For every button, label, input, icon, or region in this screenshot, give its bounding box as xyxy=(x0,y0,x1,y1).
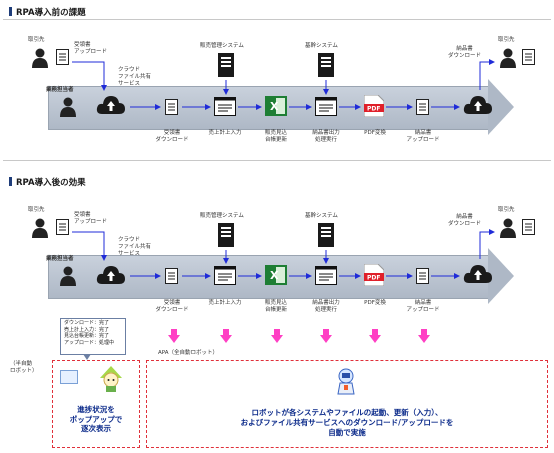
cloud-upload-icon xyxy=(96,96,125,114)
robot-action-arrow xyxy=(418,329,430,343)
server-icon xyxy=(218,53,234,77)
excel-icon: X xyxy=(265,265,287,285)
pdf-text: PDF xyxy=(367,275,380,282)
customer-right-label: 取引先 xyxy=(498,37,515,43)
document-icon xyxy=(522,219,535,235)
cloud-upload-icon xyxy=(96,266,125,284)
band-arrow-head xyxy=(488,79,514,135)
step-label: 納品書出力 処理実行 xyxy=(312,130,340,143)
robot-icon xyxy=(337,368,355,395)
excel-icon: X xyxy=(265,96,287,116)
server-icon xyxy=(218,223,234,247)
excel-letter: X xyxy=(270,269,279,282)
core-system-label: 基幹システム xyxy=(305,43,338,49)
staff-person-icon xyxy=(60,97,76,117)
monitor-icon xyxy=(60,370,78,384)
person-icon xyxy=(32,48,48,68)
robot-action-arrow xyxy=(369,329,381,343)
monitor-icon xyxy=(315,266,337,285)
document-icon xyxy=(56,219,69,235)
server-icon xyxy=(318,223,334,247)
full-auto-box xyxy=(146,360,548,448)
document-icon xyxy=(165,268,178,284)
document-icon xyxy=(416,99,429,115)
customer-left-label: 取引先 xyxy=(28,37,45,43)
core-system-label: 基幹システム xyxy=(305,213,338,219)
step-label: PDF変換 xyxy=(364,130,386,136)
divider xyxy=(3,160,551,161)
section-title-after: RPA導入後の効果 xyxy=(9,177,86,188)
status-line: アップロード：処理中 xyxy=(64,339,115,346)
delivery-download-label: 納品書 ダウンロード xyxy=(448,214,482,227)
status-line: 見込台帳更新：完了 xyxy=(64,333,110,340)
cloud-service-label: クラウド ファイル共有 サービス xyxy=(118,237,152,257)
status-line: ダウンロード：完了 xyxy=(64,320,110,326)
document-icon xyxy=(522,49,535,65)
robot-description: ロボットが各システムやファイルの起動、更新（入力）、 およびファイル共有サービス… xyxy=(240,408,454,437)
cloud-service-label: クラウド ファイル共有 サービス xyxy=(118,67,152,87)
step-label: 売上計上入力 xyxy=(208,130,242,136)
customer-left-label: 取引先 xyxy=(28,207,45,213)
pdf-icon: PDF xyxy=(364,95,384,117)
robot-action-arrow xyxy=(220,329,232,343)
sales-system-label: 販売管理システム xyxy=(200,213,244,219)
section-title-before: RPA導入前の課題 xyxy=(9,7,86,18)
person-icon xyxy=(500,48,516,68)
staff-label: 業務担当者 xyxy=(46,87,74,93)
person-icon xyxy=(500,218,516,238)
flow-arrows xyxy=(72,229,495,279)
step-label: 納品書 アップロード xyxy=(406,130,440,143)
robot-mascot-icon xyxy=(100,366,122,392)
step-label: PDF変換 xyxy=(364,300,386,306)
excel-letter: X xyxy=(270,100,279,113)
step-label: 納品書出力 処理実行 xyxy=(312,300,340,313)
staff-person-icon xyxy=(60,266,76,286)
upload-doc-label: 受領書 アップロード xyxy=(74,42,108,55)
band-arrow-head xyxy=(488,248,514,304)
upload-doc-label: 受領書 アップロード xyxy=(74,212,108,225)
cloud-upload-icon xyxy=(463,265,492,283)
delivery-download-label: 納品書 ダウンロード xyxy=(448,46,482,59)
robot-action-arrow xyxy=(320,329,332,343)
pdf-text: PDF xyxy=(367,106,380,113)
customer-right-label: 取引先 xyxy=(498,207,515,213)
semi-robot-label: （半自動 ロボット） xyxy=(10,361,38,374)
step-label: 販売見込 台帳更新 xyxy=(264,300,287,313)
semi-auto-box xyxy=(52,360,140,448)
flow-arrows xyxy=(72,59,495,110)
cloud-upload-icon xyxy=(463,96,492,114)
step-label: 受領書 ダウンロード xyxy=(155,130,189,143)
pdf-icon: PDF xyxy=(364,264,384,286)
step-label: 納品書 アップロード xyxy=(406,300,440,313)
monitor-icon xyxy=(214,97,236,116)
apa-label: APA（全自動ロボット） xyxy=(158,350,218,356)
status-line: 売上計上入力：完了 xyxy=(64,326,110,333)
document-icon xyxy=(56,49,69,65)
document-icon xyxy=(416,268,429,284)
document-icon xyxy=(165,99,178,115)
sales-system-label: 販売管理システム xyxy=(200,43,244,49)
step-label: 売上計上入力 xyxy=(208,300,242,306)
step-label: 受領書 ダウンロード xyxy=(155,300,189,313)
person-icon xyxy=(32,218,48,238)
robot-action-arrow xyxy=(271,329,283,343)
step-label: 販売見込 台帳更新 xyxy=(264,130,287,143)
staff-label: 業務担当者 xyxy=(46,256,74,262)
server-icon xyxy=(318,53,334,77)
robot-action-arrow xyxy=(168,329,180,343)
divider xyxy=(3,19,551,20)
status-popup: ダウンロード：完了 売上計上入力：完了 見込台帳更新：完了 アップロード：処理中 xyxy=(60,318,126,360)
monitor-icon xyxy=(315,97,337,116)
popup-description: 進捗状況を ポップアップで 逐次表示 xyxy=(69,405,123,433)
monitor-icon xyxy=(214,266,236,285)
